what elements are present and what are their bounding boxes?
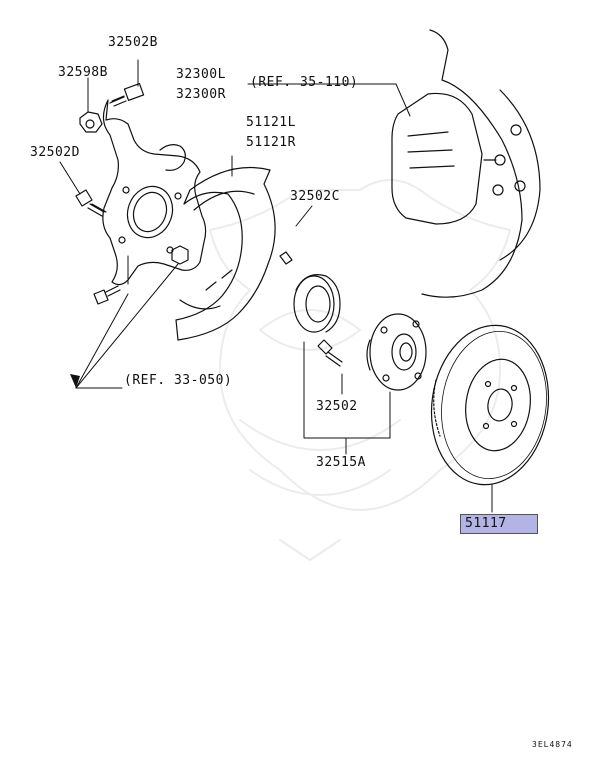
bolt-32502D — [59, 161, 107, 217]
part-label-32515A[interactable]: 32515A — [316, 455, 366, 470]
steering-knuckle — [102, 99, 207, 286]
brake-caliper-and-knuckle-assembly — [391, 29, 541, 298]
part-label-32502[interactable]: 32502 — [316, 399, 358, 414]
wheel-hub — [366, 313, 427, 391]
leader-lines — [70, 83, 493, 513]
watermark-emblem — [209, 179, 511, 561]
part-label-32502D[interactable]: 32502D — [30, 145, 80, 160]
hub-bearing — [293, 274, 341, 333]
part-label-51121R[interactable]: 51121R — [246, 135, 296, 150]
part-label-32300L[interactable]: 32300L — [176, 67, 226, 82]
knuckle-lower-bolt — [93, 245, 189, 305]
part-label-32502B[interactable]: 32502B — [108, 35, 158, 50]
bolt-32502B — [109, 59, 145, 107]
part-label-51121L[interactable]: 51121L — [246, 115, 296, 130]
part-label-51117-highlighted[interactable]: 51117 — [460, 514, 538, 534]
part-label-32598B[interactable]: 32598B — [58, 65, 108, 80]
part-label-32300R[interactable]: 32300R — [176, 87, 226, 102]
drawing-code: 3EL4874 — [532, 740, 573, 749]
brake-disc-rotor — [430, 324, 550, 486]
part-label-32502C[interactable]: 32502C — [290, 189, 340, 204]
ref-label-33-050[interactable]: (REF. 33-050) — [124, 373, 233, 388]
ref-label-35-110[interactable]: (REF. 35-110) — [250, 75, 359, 90]
dust-shield — [175, 155, 276, 341]
hub-bolt-32502 — [317, 339, 343, 367]
screw-32502C — [279, 205, 313, 265]
nut-32598B — [79, 77, 103, 133]
